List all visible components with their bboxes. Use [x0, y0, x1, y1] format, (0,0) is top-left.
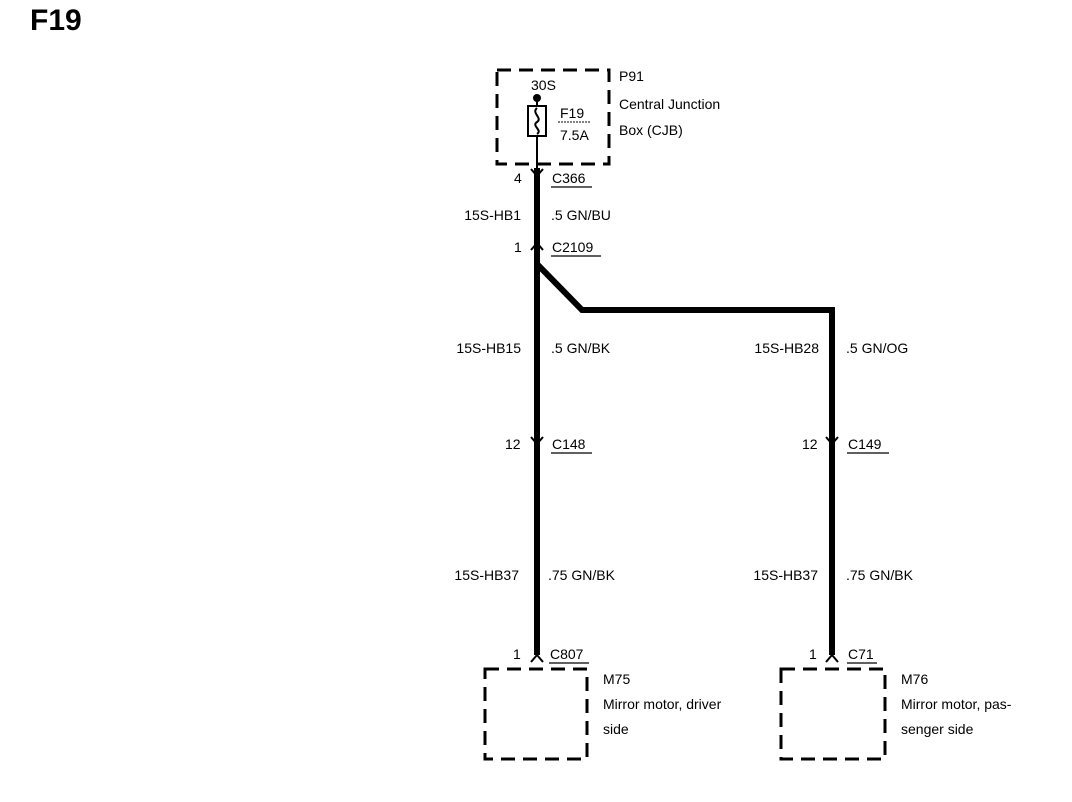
- m75-line1: Mirror motor, driver: [603, 696, 722, 712]
- m75-id: M75: [603, 671, 630, 687]
- m76-outline: [779, 667, 887, 761]
- m75-outline: [483, 667, 589, 761]
- c148-name: C148: [552, 436, 586, 452]
- c71-pin: 1: [809, 646, 817, 662]
- c2109-pin: 1: [514, 239, 522, 255]
- c2109-name: C2109: [552, 239, 593, 255]
- wire-hb37-passenger-circuit: 15S-HB37: [753, 567, 818, 583]
- c149-pin: 12: [802, 436, 818, 452]
- cjb-terminal-label: 30S: [531, 77, 556, 93]
- wire-hb15-circuit: 15S-HB15: [456, 340, 521, 356]
- mirror-motor-passenger: M76 Mirror motor, pas- senger side: [779, 667, 1012, 761]
- connector-c807-chevron: [530, 653, 544, 663]
- m76-id: M76: [901, 671, 928, 687]
- wire-hb1-circuit: 15S-HB1: [464, 207, 521, 223]
- c148-pin: 12: [505, 436, 521, 452]
- c807-name: C807: [550, 646, 584, 662]
- cjb-name-line1: Central Junction: [619, 96, 720, 112]
- wire-branch-passenger: [534, 261, 835, 655]
- wire-hb37-driver-spec: .75 GN/BK: [548, 567, 616, 583]
- wire-hb15-spec: .5 GN/BK: [551, 340, 611, 356]
- c366-name: C366: [552, 170, 586, 186]
- fuse-rating: 7.5A: [560, 127, 589, 143]
- c807-pin: 1: [513, 646, 521, 662]
- connector-c366-chevron: [530, 168, 544, 178]
- diagram-title: F19: [30, 4, 82, 37]
- m76-line2: senger side: [901, 721, 974, 737]
- fuse-id: F19: [560, 105, 584, 121]
- connector-marks: [530, 168, 839, 663]
- wire-hb1-spec: .5 GN/BU: [551, 207, 611, 223]
- connector-c71-chevron: [825, 653, 839, 663]
- wire-hb28-spec: .5 GN/OG: [846, 340, 908, 356]
- connector-c149-chevron: [825, 436, 839, 446]
- fuse-element: [534, 107, 540, 135]
- wire-harness: [534, 168, 835, 655]
- mirror-motor-driver: M75 Mirror motor, driver side: [483, 667, 722, 761]
- connector-c148-chevron: [530, 436, 544, 446]
- wire-hb37-driver-circuit: 15S-HB37: [454, 567, 519, 583]
- c71-name: C71: [848, 646, 874, 662]
- cjb-outline: [495, 68, 611, 166]
- central-junction-box: P91 Central Junction Box (CJB) 30S F19 7…: [495, 68, 720, 168]
- m76-line1: Mirror motor, pas-: [901, 696, 1012, 712]
- m75-line2: side: [603, 721, 629, 737]
- c149-name: C149: [848, 436, 882, 452]
- cjb-id: P91: [619, 68, 644, 84]
- wire-hb28-circuit: 15S-HB28: [754, 340, 819, 356]
- connector-c2109-chevron: [530, 241, 544, 251]
- wire-hb37-passenger-spec: .75 GN/BK: [846, 567, 914, 583]
- c366-pin: 4: [514, 170, 522, 186]
- cjb-name-line2: Box (CJB): [619, 122, 683, 138]
